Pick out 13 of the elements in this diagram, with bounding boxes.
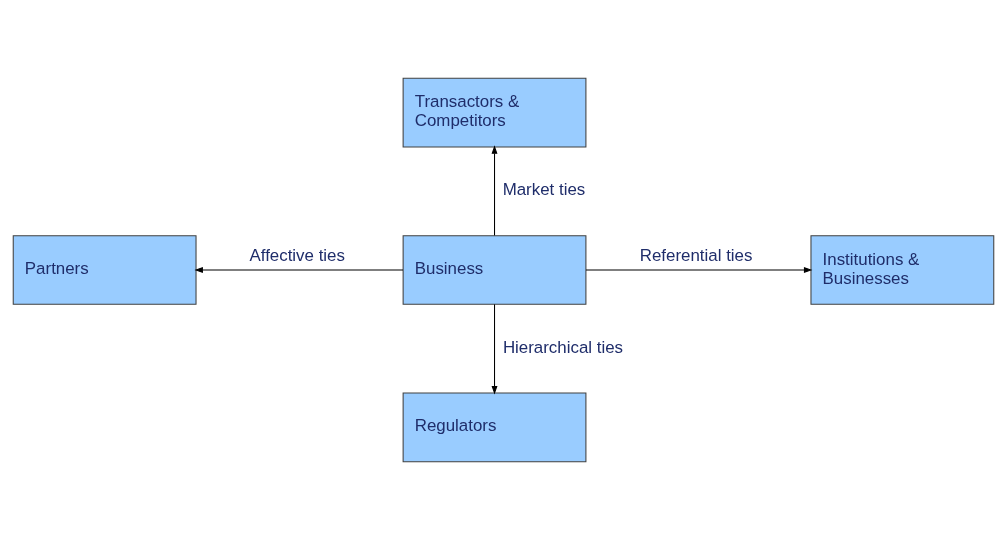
arrow	[585, 266, 813, 273]
edge-label: Referential ties	[639, 245, 753, 265]
edge-label: Market ties	[502, 179, 586, 199]
arrow	[194, 266, 404, 273]
node-box: Business	[402, 234, 587, 305]
arrow	[491, 144, 498, 236]
node-box: Partners	[12, 234, 197, 305]
node-box: Regulators	[402, 392, 587, 462]
node-box: Institutions & Businesses	[810, 234, 995, 305]
node-box: Transactors & Competitors	[402, 77, 587, 147]
edge-label: Hierarchical ties	[502, 337, 624, 357]
arrow	[491, 303, 498, 394]
edge-label: Affective ties	[249, 245, 345, 265]
